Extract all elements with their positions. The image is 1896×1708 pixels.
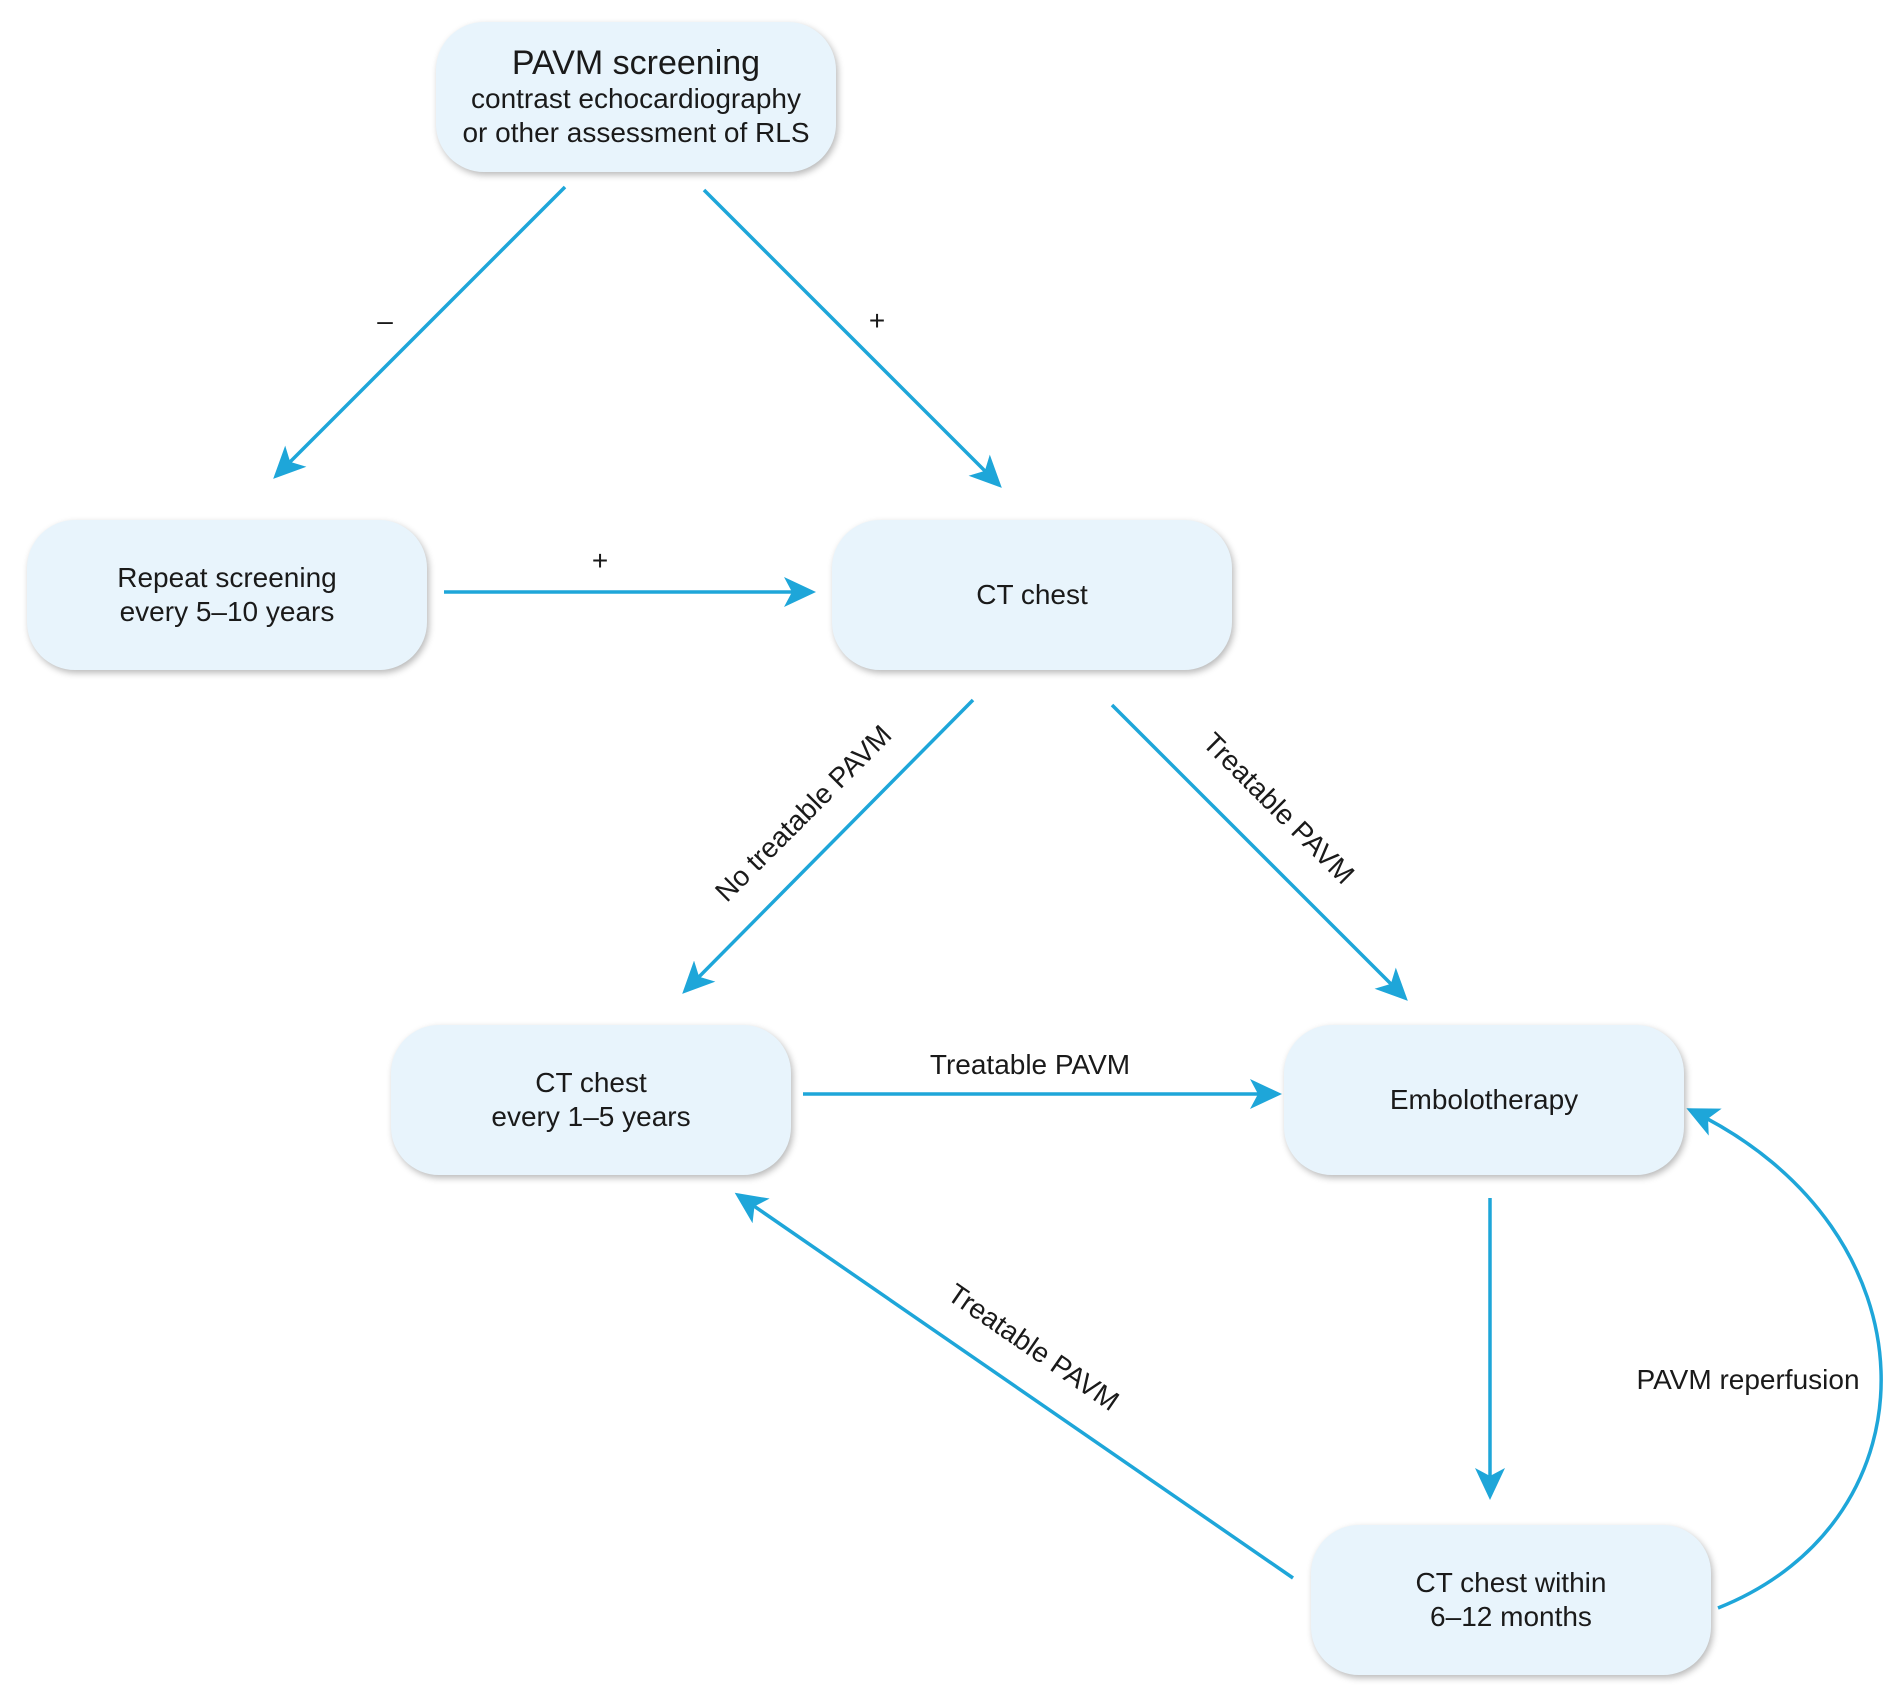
edge-label-negative: – — [377, 305, 393, 336]
node-pavm-screening-title: PAVM screening — [511, 44, 761, 82]
node-pavm-screening-line2: contrast echocardiography — [471, 83, 801, 114]
edge-label-no-treatable: No treatable PAVM — [709, 719, 897, 907]
node-ct-followup-line2: 6–12 months — [1430, 1601, 1592, 1632]
edge-followup-to-periodic — [734, 1192, 1294, 1580]
edge-label-positive: + — [869, 305, 885, 336]
node-ct-followup: CT chest within 6–12 months — [1311, 1525, 1711, 1675]
node-embolotherapy: Embolotherapy — [1284, 1025, 1684, 1175]
node-repeat-screening: Repeat screening every 5–10 years — [27, 520, 427, 670]
edge-label-repeat-positive: + — [592, 545, 608, 576]
edge-label-treatable-periodic: Treatable PAVM — [930, 1049, 1130, 1080]
edge-label-reperfusion: PAVM reperfusion — [1636, 1364, 1859, 1395]
edge-followup-to-embolotherapy — [1686, 1108, 1883, 1610]
edge-label-treatable-followup: Treatable PAVM — [942, 1278, 1124, 1417]
edge-label-treatable-ct: Treatable PAVM — [1197, 727, 1361, 891]
edge-ct-to-periodic — [682, 698, 975, 994]
node-embolotherapy-line1: Embolotherapy — [1389, 1084, 1579, 1115]
node-repeat-screening-line1: Repeat screening — [117, 562, 337, 593]
node-ct-chest-periodic-line2: every 1–5 years — [491, 1101, 691, 1132]
node-ct-chest-periodic-line1: CT chest — [535, 1067, 647, 1098]
edge-screening-to-repeat — [273, 185, 567, 479]
edge-screening-to-ct — [702, 188, 1002, 488]
node-ct-chest-line1: CT chest — [976, 579, 1088, 610]
node-repeat-screening-line2: every 5–10 years — [119, 596, 335, 627]
node-ct-followup-line1: CT chest within — [1415, 1567, 1607, 1598]
node-pavm-screening: PAVM screening contrast echocardiography… — [436, 22, 836, 172]
node-pavm-screening-line3: or other assessment of RLS — [462, 117, 810, 148]
edge-ct-to-embolotherapy — [1110, 703, 1408, 1001]
node-ct-chest-periodic: CT chest every 1–5 years — [391, 1025, 791, 1175]
node-ct-chest: CT chest — [832, 520, 1232, 670]
